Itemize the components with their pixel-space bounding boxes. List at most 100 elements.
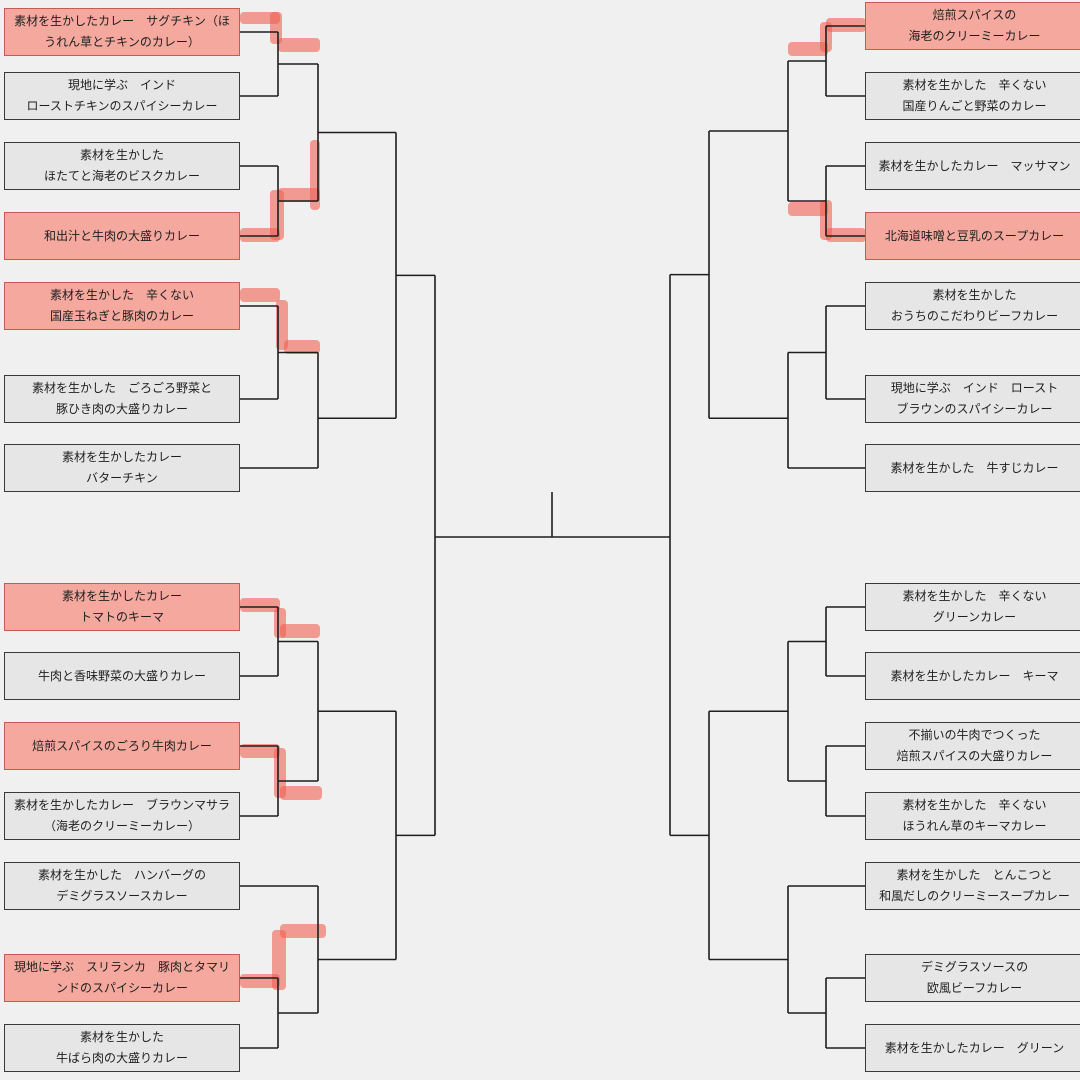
- entry-label: 素材を生かしたカレー サグチキン（ほうれん草とチキンのカレー）: [14, 11, 230, 53]
- entry-label-line: 不揃いの牛肉でつくった: [908, 728, 1041, 742]
- entry-label-line: 北海道味噌と豆乳のスープカレー: [884, 228, 1065, 243]
- right-entry-box: 素材を生かした とんこつと和風だしのクリーミースープカレー: [865, 862, 1080, 910]
- entry-label: 素材を生かした 牛すじカレー: [890, 458, 1058, 479]
- entry-label-line: 素材を生かしたカレー: [61, 450, 182, 464]
- entry-label: 素材を生かした とんこつと和風だしのクリーミースープカレー: [879, 865, 1070, 907]
- left-entry-box: 牛肉と香味野菜の大盛りカレー: [4, 652, 240, 700]
- entry-label-line: 素材を生かしたカレー ブラウンマサラ: [13, 798, 230, 812]
- right-entry-box: 素材を生かした 辛くないグリーンカレー: [865, 583, 1080, 631]
- entry-label-line: 素材を生かしたカレー グリーン: [884, 1040, 1065, 1055]
- highlight-stroke: [826, 18, 866, 32]
- left-entry-box: 素材を生かしたカレートマトのキーマ: [4, 583, 240, 631]
- right-entry-box: 素材を生かした 辛くないほうれん草のキーマカレー: [865, 792, 1080, 840]
- highlight-stroke: [278, 188, 320, 202]
- entry-label-line: 和風だしのクリーミースープカレー: [879, 889, 1070, 903]
- left-entry-box: 素材を生かしたほたてと海老のビスクカレー: [4, 142, 240, 190]
- highlight-stroke: [280, 786, 322, 800]
- highlight-stroke: [270, 190, 284, 240]
- left-entry-box: 素材を生かした 辛くない国産玉ねぎと豚肉のカレー: [4, 282, 240, 330]
- entry-label-line: 牛ばら肉の大盛りカレー: [55, 1051, 188, 1065]
- entry-label: 素材を生かした ごろごろ野菜と豚ひき肉の大盛りカレー: [32, 378, 212, 420]
- entry-label: 焙煎スパイスのごろり牛肉カレー: [32, 736, 212, 757]
- entry-label: 素材を生かした 辛くない国産玉ねぎと豚肉のカレー: [50, 285, 194, 327]
- entry-label-line: うれん草とチキンのカレー）: [44, 35, 200, 49]
- entry-label-line: グリーンカレー: [932, 610, 1017, 624]
- entry-label: 素材を生かしたカレー グリーン: [885, 1038, 1064, 1059]
- entry-label-line: 素材を生かした 辛くない: [49, 288, 194, 302]
- right-entry-box: 素材を生かしたカレー キーマ: [865, 652, 1080, 700]
- entry-label: 北海道味噌と豆乳のスープカレー: [885, 226, 1064, 247]
- entry-label-line: ローストチキンのスパイシーカレー: [26, 99, 218, 113]
- entry-label-line: 欧風ビーフカレー: [926, 981, 1023, 995]
- right-entry-box: 現地に学ぶ インド ローストブラウンのスパイシーカレー: [865, 375, 1080, 423]
- left-entry-box: 現地に学ぶ インドローストチキンのスパイシーカレー: [4, 72, 240, 120]
- highlight-stroke: [240, 598, 280, 612]
- entry-label-line: 素材を生かした ごろごろ野菜と: [31, 381, 212, 395]
- entry-label-line: 素材を生かした とんこつと: [896, 868, 1053, 882]
- highlight-stroke: [274, 748, 286, 798]
- entry-label-line: 牛肉と香味野菜の大盛りカレー: [37, 668, 206, 683]
- right-entry-box: 北海道味噌と豆乳のスープカレー: [865, 212, 1080, 260]
- entry-label-line: トマトのキーマ: [79, 610, 164, 624]
- entry-label-line: ンドのスパイシーカレー: [55, 981, 188, 995]
- entry-label: 現地に学ぶ インド ローストブラウンのスパイシーカレー: [891, 378, 1058, 420]
- entry-label: 和出汁と牛肉の大盛りカレー: [44, 226, 200, 247]
- highlight-stroke: [310, 140, 320, 210]
- entry-label: 素材を生かしたカレー ブラウンマサラ （海老のクリーミーカレー）: [14, 795, 230, 837]
- entry-label-line: 素材を生かしたカレー サグチキン（ほ: [14, 14, 230, 28]
- entry-label-line: デミグラスソースの: [920, 960, 1029, 974]
- right-entry-box: 素材を生かしたカレー マッサマン: [865, 142, 1080, 190]
- left-entry-box: 現地に学ぶ スリランカ 豚肉とタマリンドのスパイシーカレー: [4, 954, 240, 1002]
- entry-label-line: デミグラスソースカレー: [56, 889, 188, 903]
- entry-label-line: 和出汁と牛肉の大盛りカレー: [43, 228, 200, 243]
- entry-label: 焙煎スパイスの海老のクリーミーカレー: [908, 5, 1040, 47]
- right-entry-box: 素材を生かした 牛すじカレー: [865, 444, 1080, 492]
- entry-label-line: 海老のクリーミーカレー: [908, 29, 1041, 43]
- right-entry-box: 素材を生かしたおうちのこだわりビーフカレー: [865, 282, 1080, 330]
- entry-label-line: ブラウンのスパイシーカレー: [896, 402, 1053, 416]
- entry-label: 素材を生かしたカレー マッサマン: [878, 156, 1070, 177]
- right-entry-box: デミグラスソースの欧風ビーフカレー: [865, 954, 1080, 1002]
- highlight-stroke: [276, 300, 288, 350]
- entry-label-line: 素材を生かしたカレー マッサマン: [878, 158, 1071, 173]
- entry-label: 素材を生かしたカレー キーマ: [890, 666, 1058, 687]
- entry-label-line: 豚ひき肉の大盛りカレー: [55, 402, 188, 416]
- entry-label-line: 現地に学ぶ インド ロースト: [890, 381, 1059, 395]
- entry-label-line: 焙煎スパイスの: [932, 8, 1017, 22]
- entry-label: 素材を生かした 辛くないほうれん草のキーマカレー: [902, 795, 1046, 837]
- entry-label-line: 焙煎スパイスのごろり牛肉カレー: [32, 738, 212, 753]
- entry-label-line: 素材を生かした 辛くない: [902, 78, 1047, 92]
- left-entry-box: 素材を生かしたカレー サグチキン（ほうれん草とチキンのカレー）: [4, 8, 240, 56]
- entry-label-line: （海老のクリーミーカレー）: [43, 819, 200, 833]
- entry-label-line: 素材を生かしたカレー: [61, 589, 182, 603]
- entry-label-line: 素材を生かした: [79, 1030, 164, 1044]
- entry-label-line: 素材を生かした 牛すじカレー: [890, 460, 1059, 475]
- entry-label: 素材を生かした牛ばら肉の大盛りカレー: [56, 1027, 188, 1069]
- left-entry-box: 和出汁と牛肉の大盛りカレー: [4, 212, 240, 260]
- right-entry-box: 不揃いの牛肉でつくった焙煎スパイスの大盛りカレー: [865, 722, 1080, 770]
- entry-label: 素材を生かした ハンバーグのデミグラスソースカレー: [38, 865, 206, 907]
- left-entry-box: 素材を生かしたカレー ブラウンマサラ （海老のクリーミーカレー）: [4, 792, 240, 840]
- left-entry-box: 焙煎スパイスのごろり牛肉カレー: [4, 722, 240, 770]
- entry-label-line: 素材を生かした 辛くない: [902, 589, 1047, 603]
- left-entry-box: 素材を生かした牛ばら肉の大盛りカレー: [4, 1024, 240, 1072]
- highlight-stroke: [240, 288, 280, 302]
- entry-label: 素材を生かしたほたてと海老のビスクカレー: [44, 145, 200, 187]
- entry-label-line: 素材を生かした: [79, 148, 164, 162]
- highlight-stroke: [284, 340, 320, 354]
- highlight-stroke: [788, 202, 828, 216]
- entry-label-line: 国産りんごと野菜のカレー: [902, 99, 1047, 113]
- right-entry-box: 素材を生かしたカレー グリーン: [865, 1024, 1080, 1072]
- entry-label-line: 素材を生かした: [932, 288, 1017, 302]
- highlight-stroke: [272, 930, 286, 990]
- entry-label: 素材を生かしたカレートマトのキーマ: [62, 586, 182, 628]
- entry-label-line: おうちのこだわりビーフカレー: [890, 309, 1059, 323]
- entry-label-line: 国産玉ねぎと豚肉のカレー: [49, 309, 194, 323]
- entry-label-line: 素材を生かした ハンバーグの: [37, 868, 206, 882]
- entry-label: 素材を生かしたおうちのこだわりビーフカレー: [891, 285, 1058, 327]
- entry-label-line: 素材を生かしたカレー キーマ: [890, 668, 1059, 683]
- highlight-stroke: [280, 924, 326, 938]
- highlight-stroke: [270, 12, 282, 44]
